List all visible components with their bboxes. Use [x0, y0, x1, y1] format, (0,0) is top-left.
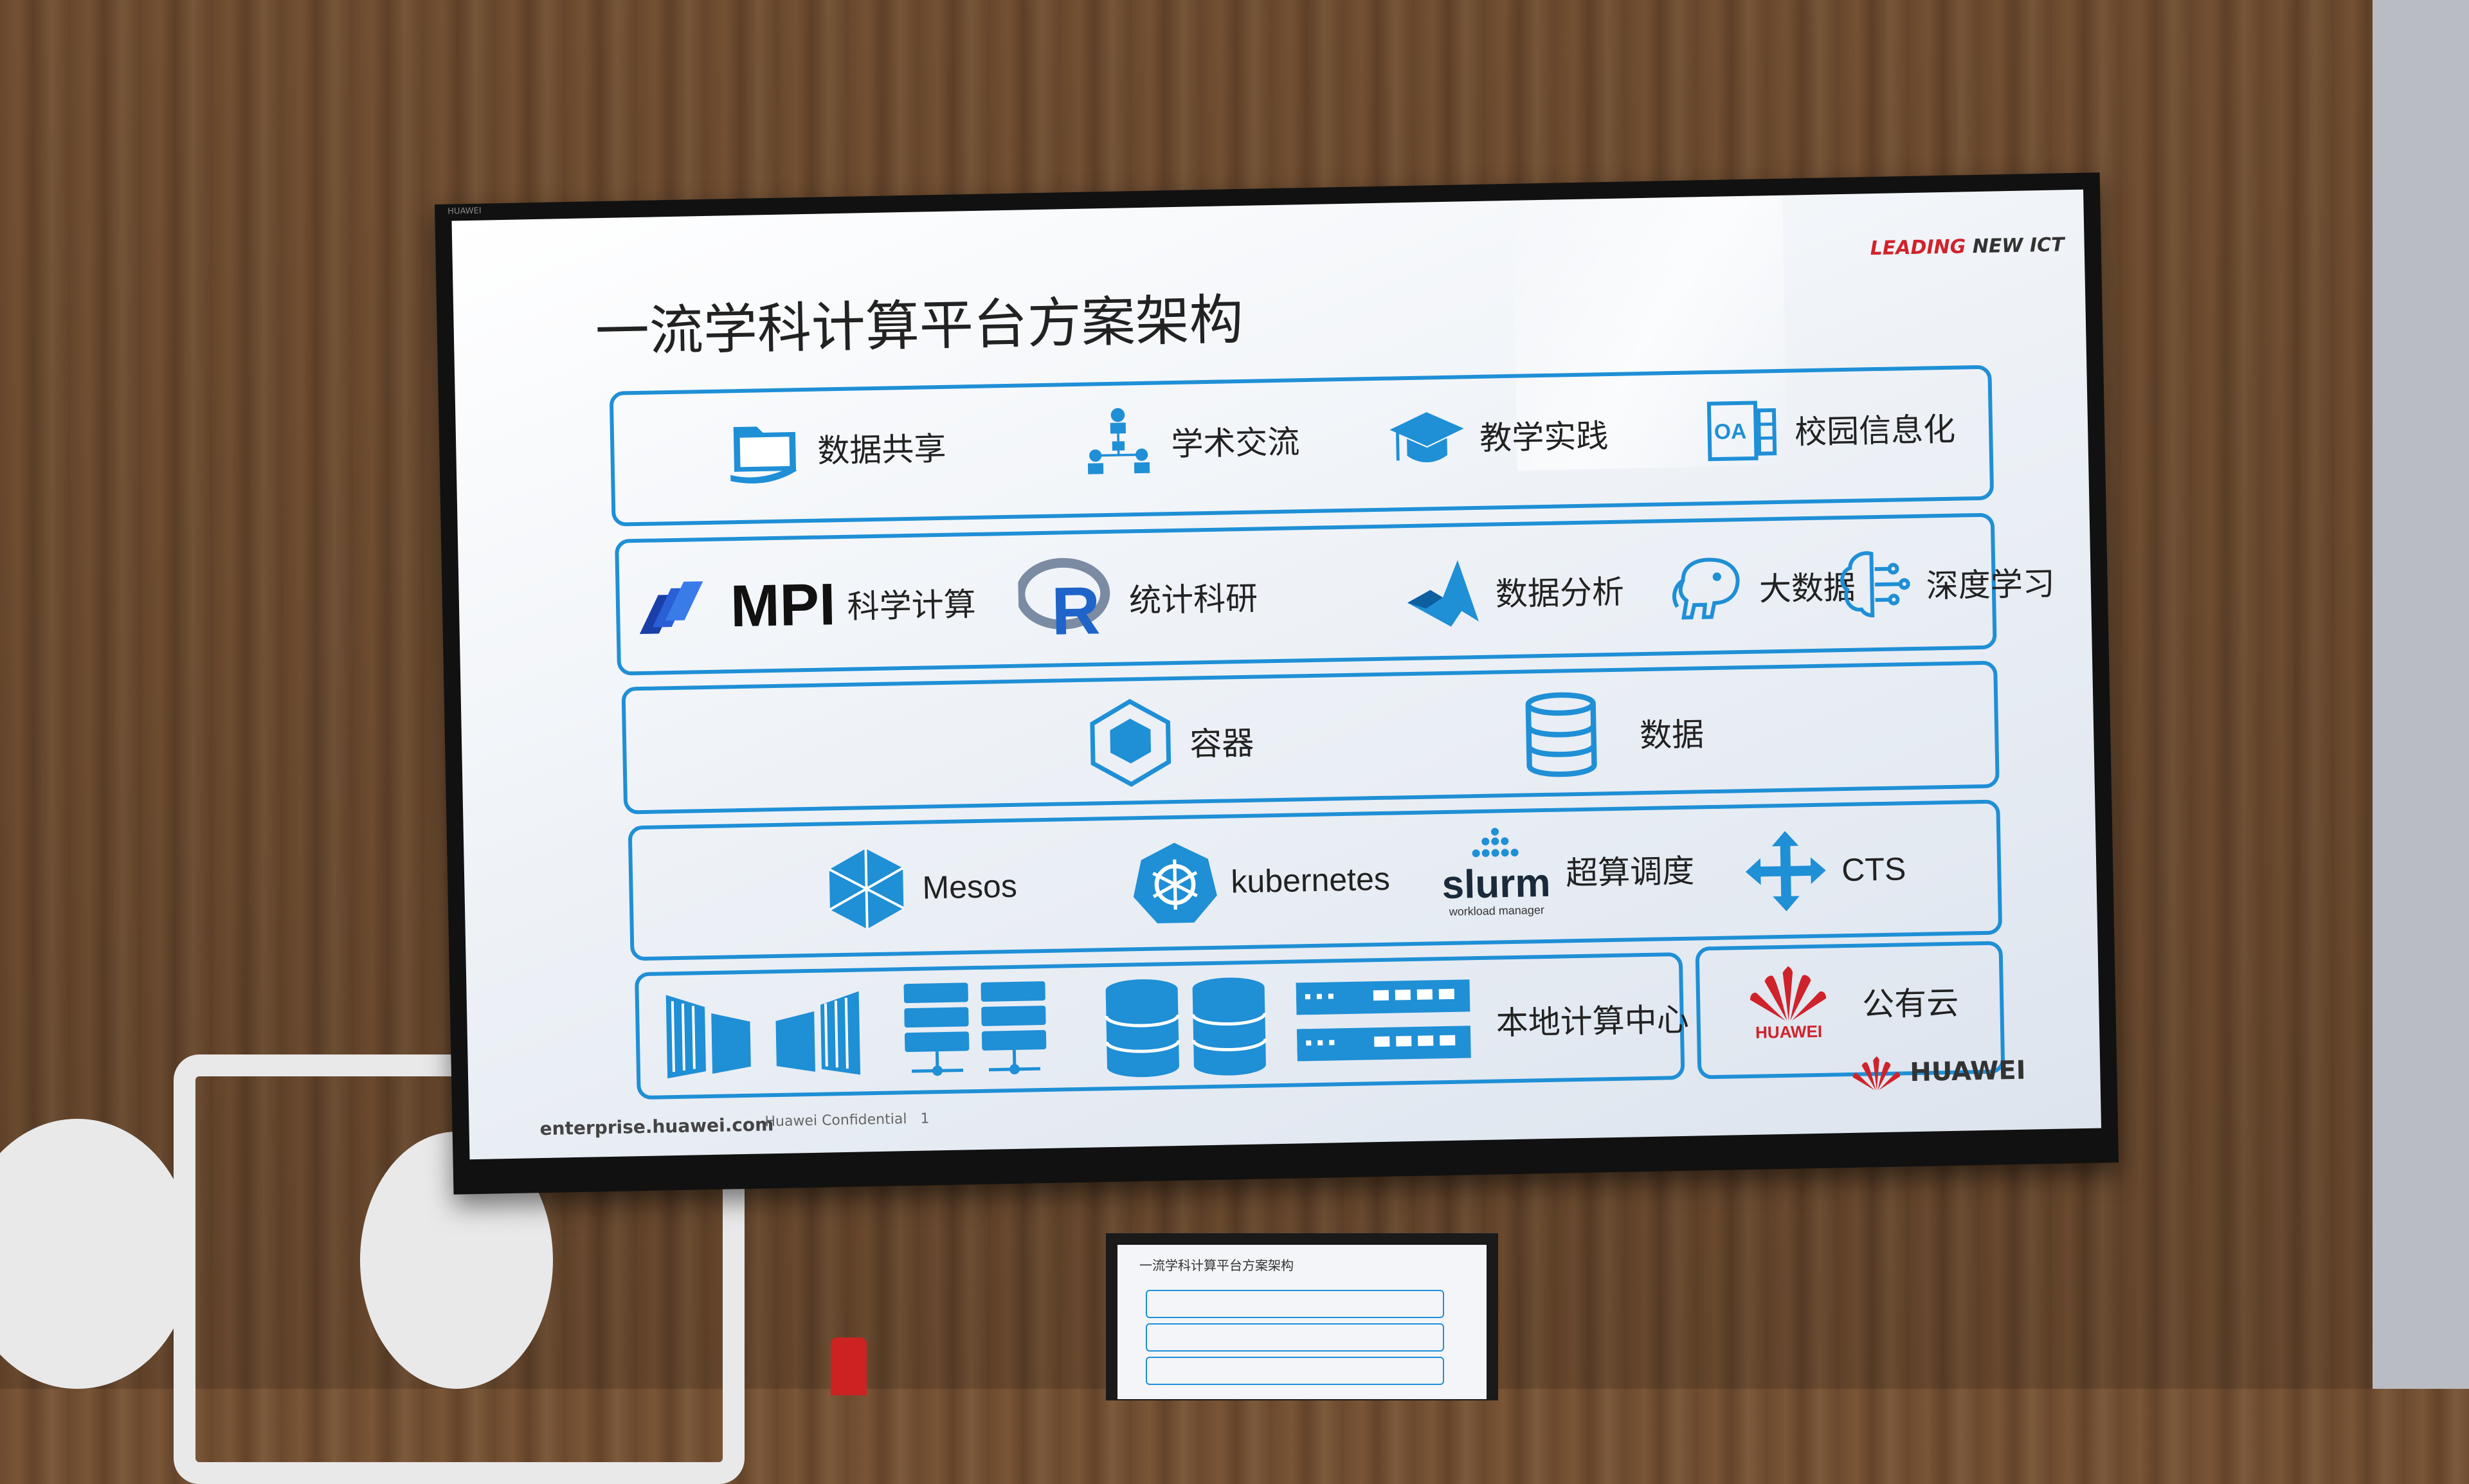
- storage-icon: [1103, 974, 1272, 1080]
- huawei-logo-text: HUAWEI: [1755, 1021, 1823, 1042]
- storage-cylinders: [1103, 974, 1272, 1080]
- app-campus-it: OA 校园信息化: [1703, 388, 1956, 471]
- platform-label: 数据: [1639, 716, 1705, 755]
- people-network-icon: [1079, 404, 1157, 482]
- app-label: 学术交流: [1170, 423, 1300, 464]
- scheduler-label: CTS: [1841, 851, 1906, 889]
- scheduler-label: Mesos: [922, 867, 1018, 906]
- svg-text:OA: OA: [1714, 420, 1747, 444]
- scheduler-slurm: slurm workload manager 超算调度: [1441, 822, 1696, 919]
- slurm-logo: slurm workload manager: [1441, 825, 1551, 919]
- switch-icon: [1296, 973, 1478, 1072]
- huawei-footer-logo: HUAWEI: [1850, 1053, 2026, 1092]
- brain-circuit-icon: [1834, 545, 1913, 624]
- small-monitor-screen: 一流学科计算平台方案架构: [1117, 1245, 1487, 1399]
- footer-confidential-text: Huawei Confidential: [764, 1111, 907, 1130]
- svg-text:R: R: [1051, 573, 1101, 648]
- white-wall: [2373, 0, 2469, 1389]
- huawei-petals-icon: [1750, 966, 1827, 1021]
- mpi-logo-text: MPI: [730, 571, 837, 639]
- tagline-leading: LEADING: [1870, 235, 1966, 260]
- app-label: 教学实践: [1479, 417, 1609, 457]
- bottle: [831, 1337, 867, 1395]
- app-label: 数据共享: [817, 430, 946, 470]
- hadoop-elephant-icon: [1667, 548, 1746, 627]
- television: HUAWEI 一流学科计算平台方案架构 LEADING NEW ICT 数据共享…: [435, 172, 2119, 1195]
- slurm-logo-text: slurm: [1441, 860, 1551, 908]
- mini-layer: [1146, 1357, 1444, 1385]
- network-switches: 本地计算中心: [1296, 969, 1690, 1073]
- tagline-new-ict: NEW ICT: [1972, 233, 2065, 258]
- matlab-peak-icon: [1404, 554, 1482, 632]
- public-cloud: HUAWEI 公有云: [1746, 961, 1959, 1043]
- platform-layer: [621, 660, 2000, 815]
- database-icon: [1515, 689, 1607, 781]
- app-academic-exchange: 学术交流: [1079, 401, 1300, 482]
- mini-slide-title: 一流学科计算平台方案架构: [1139, 1258, 1294, 1273]
- platform-data: 数据: [1515, 687, 1705, 781]
- folder-hand-icon: [725, 410, 804, 489]
- oa-document-icon: OA: [1703, 392, 1781, 470]
- scheduler-kubernetes: kubernetes: [1132, 837, 1391, 926]
- scheduler-label: 超算调度: [1565, 852, 1695, 892]
- footer-confidential: Huawei Confidential 1: [764, 1110, 929, 1130]
- mpi-logo-icon: [632, 568, 717, 647]
- slurm-dots-icon: [1472, 828, 1519, 858]
- public-cloud-label: 公有云: [1861, 984, 1959, 1024]
- server-icon: [903, 979, 1060, 1085]
- framework-deep-learning: 深度学习: [1834, 543, 2056, 624]
- graduation-cap-icon: [1388, 397, 1466, 476]
- framework-label: 统计科研: [1128, 579, 1258, 620]
- platform-label: 容器: [1189, 724, 1254, 763]
- server-stack: [903, 979, 1060, 1085]
- framework-big-data: 大数据: [1667, 547, 1856, 628]
- footer-url: enterprise.huawei.com: [539, 1114, 774, 1140]
- framework-mpi: MPI 科学计算: [632, 563, 977, 647]
- huawei-footer-text: HUAWEI: [1909, 1055, 2026, 1088]
- footer-page-number: 1: [920, 1110, 930, 1127]
- four-arrows-icon: [1743, 829, 1828, 914]
- tv-brand-label: HUAWEI: [448, 206, 482, 217]
- huawei-petals-icon: [1852, 1056, 1901, 1090]
- framework-data-analysis: 数据分析: [1404, 551, 1625, 633]
- r-logo-icon: R: [1015, 550, 1116, 649]
- tagline: LEADING NEW ICT: [1870, 233, 2064, 260]
- slurm-logo-subtext: workload manager: [1449, 903, 1545, 918]
- kubernetes-wheel-icon: [1132, 840, 1217, 925]
- mini-layer: [1146, 1290, 1444, 1318]
- container-cubes-icon: [1085, 697, 1177, 789]
- app-teaching-practice: 教学实践: [1388, 395, 1609, 476]
- small-monitor: 一流学科计算平台方案架构: [1106, 1233, 1498, 1400]
- rack-icon: [659, 984, 867, 1085]
- framework-label: 科学计算: [847, 585, 977, 626]
- scheduler-label: kubernetes: [1230, 860, 1391, 900]
- huawei-logo: HUAWEI: [1746, 964, 1831, 1043]
- mini-layer: [1146, 1323, 1444, 1352]
- scheduler-mesos: Mesos: [824, 844, 1018, 932]
- wall-decoration-head: [0, 1119, 193, 1389]
- framework-r: R 统计科研: [1015, 548, 1259, 649]
- local-compute-label: 本地计算中心: [1496, 1000, 1690, 1042]
- mesos-logo-icon: [824, 846, 909, 931]
- app-data-sharing: 数据共享: [725, 408, 946, 489]
- framework-label: 数据分析: [1495, 573, 1625, 613]
- slide-title: 一流学科计算平台方案架构: [594, 287, 1244, 364]
- scheduler-cts: CTS: [1743, 827, 1906, 914]
- platform-container: 容器: [1085, 696, 1255, 789]
- app-label: 校园信息化: [1794, 410, 1956, 451]
- framework-label: 深度学习: [1926, 565, 2056, 605]
- server-racks: [659, 984, 867, 1085]
- slide: 一流学科计算平台方案架构 LEADING NEW ICT 数据共享 学术交流 教…: [451, 189, 2102, 1160]
